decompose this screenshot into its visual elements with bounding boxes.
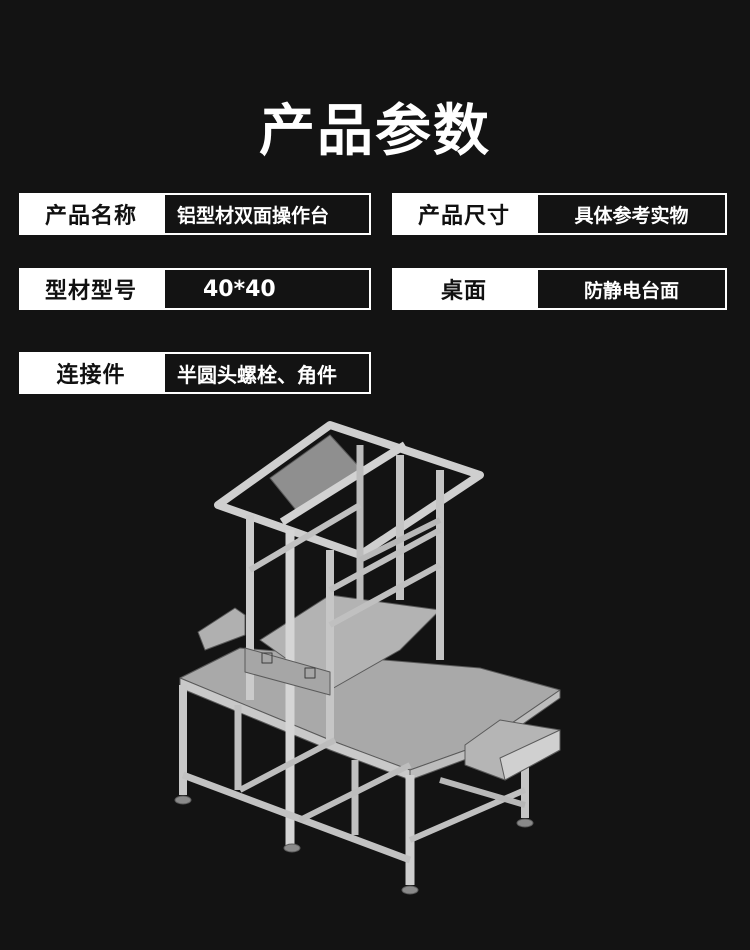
spec-row-tabletop: 桌面 防静电台面	[392, 268, 727, 310]
product-image-workbench	[160, 415, 580, 895]
spec-label: 产品名称	[19, 193, 163, 235]
spec-row-product-name: 产品名称 铝型材双面操作台	[19, 193, 371, 235]
spec-value: 半圆头螺栓、角件	[163, 352, 371, 394]
spec-row-connectors: 连接件 半圆头螺栓、角件	[19, 352, 371, 394]
page-title: 产品参数	[259, 99, 491, 164]
spec-value: 具体参考实物	[536, 193, 727, 235]
spec-label: 连接件	[19, 352, 163, 394]
spec-value: 40*40	[163, 268, 371, 310]
spec-label: 桌面	[392, 268, 536, 310]
spec-value: 铝型材双面操作台	[163, 193, 371, 235]
spec-value: 防静电台面	[536, 268, 727, 310]
spec-row-product-size: 产品尺寸 具体参考实物	[392, 193, 727, 235]
spec-row-profile-model: 型材型号 40*40	[19, 268, 371, 310]
spec-label: 产品尺寸	[392, 193, 536, 235]
spec-label: 型材型号	[19, 268, 163, 310]
